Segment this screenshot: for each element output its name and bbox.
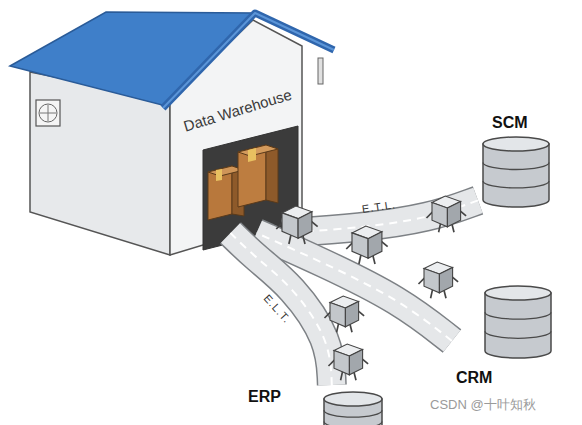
database-cylinder: SCM — [478, 112, 554, 208]
building-sign: Data Warehouse — [182, 86, 294, 135]
wall-fan — [36, 100, 60, 126]
cylinder-top — [324, 392, 382, 406]
cylinder-top — [483, 137, 549, 151]
cube-walker — [427, 196, 467, 232]
database-cylinder: CRM — [452, 283, 554, 395]
cylinder-outline — [482, 136, 550, 208]
cylinder-outline — [323, 391, 383, 425]
fan-blade — [39, 104, 57, 122]
cardboard-box — [238, 145, 266, 207]
pipe — [318, 58, 323, 84]
cube-walker — [419, 262, 459, 298]
box-tape — [248, 148, 256, 162]
cardboard-box — [266, 145, 278, 203]
cylinder-body — [483, 144, 549, 207]
cylinder-outline — [484, 285, 552, 359]
fan-blade — [48, 105, 49, 121]
cube-walker — [346, 226, 387, 264]
cylinder-band — [483, 181, 549, 188]
cube-walker — [276, 206, 317, 244]
cylinder-top — [485, 286, 551, 300]
system-name: SCM — [492, 114, 528, 132]
warehouse-building: Data Warehouse — [172, 58, 302, 233]
system-name: ERP — [248, 388, 281, 406]
database-cylinder: ERP — [245, 385, 385, 425]
cylinder-band — [324, 410, 382, 417]
cylinder-band — [483, 162, 549, 169]
cube-walker — [329, 344, 369, 380]
data-road — [231, 233, 332, 385]
roof-trim — [163, 13, 334, 108]
cylinder-body — [485, 293, 551, 358]
road-centre-line — [231, 233, 332, 385]
roof — [10, 12, 255, 106]
roof-trim — [163, 13, 334, 108]
watermark: CSDN @十叶知秋 — [430, 396, 536, 414]
cylinder-band — [485, 331, 551, 338]
cylinder-band — [485, 312, 551, 319]
system-name: CRM — [456, 369, 492, 387]
cardboard-box — [238, 145, 278, 156]
road-surface — [231, 233, 332, 385]
cylinder-band — [324, 421, 382, 425]
box-tape — [216, 169, 222, 181]
road-edge — [231, 233, 332, 385]
cube-walker — [325, 296, 365, 332]
